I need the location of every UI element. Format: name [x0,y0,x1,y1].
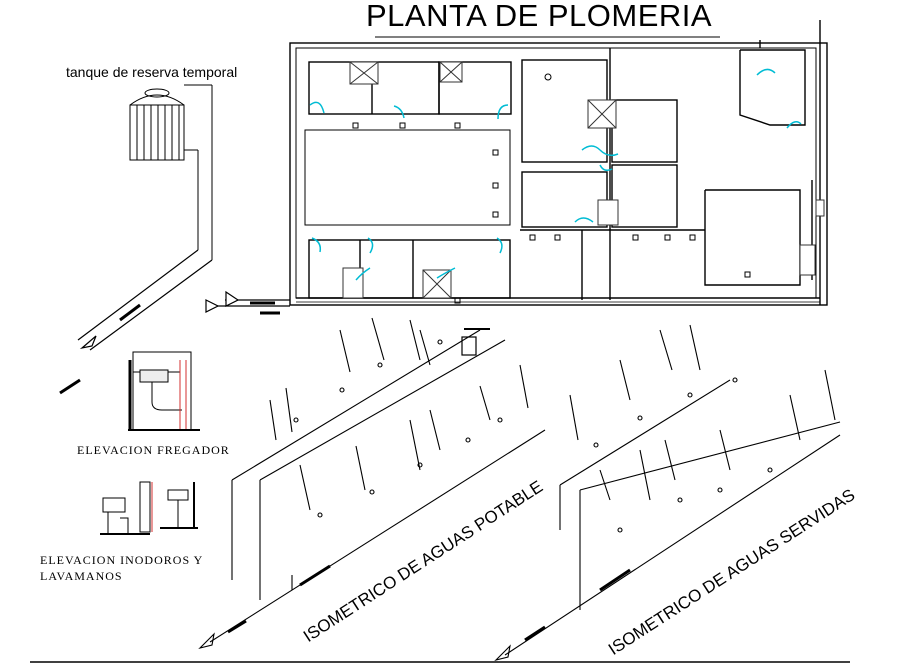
door-arc [436,267,456,279]
sink-fixture [799,244,816,276]
door-arc [496,237,503,254]
door-arc [309,101,325,114]
room-right-lower [611,164,678,228]
isometric-potable [198,317,546,650]
door-arc [756,68,776,76]
door-arc [599,164,613,172]
sink-elevation-label: ELEVACION FREGADOR [77,443,230,457]
door-arc [393,105,405,119]
room-right-mid [611,99,678,163]
floor-plan-inner-wall [295,47,817,299]
door-arc [311,237,322,253]
toilet-elevation [100,481,198,535]
toilet-elevation-label-line2: LAVAMANOS [40,569,123,583]
door-arc [599,149,619,157]
room-top-left-2 [438,61,512,115]
tank-label: tanque de reserva temporal [66,64,238,80]
room-bottom-left [308,239,511,299]
door-arc [497,104,509,120]
door-arc [355,267,371,281]
water-tank [129,84,213,260]
central-hall [304,129,511,226]
door-arc [581,145,601,151]
floor-plan-outer-wall [289,42,828,306]
toilet-fixture [597,199,619,226]
toilet-fixture [342,267,364,299]
door-arc [786,121,802,129]
sink-elevation [128,351,200,431]
room-center-mid [521,171,608,228]
door-arc [574,217,594,223]
door-arc [367,237,374,254]
fixture [815,199,825,217]
page-title: PLANTA DE PLOMERIA [366,0,713,33]
toilet-elevation-label-line1: ELEVACION INODOROS Y [40,553,204,567]
isometric-servidas [494,324,841,662]
